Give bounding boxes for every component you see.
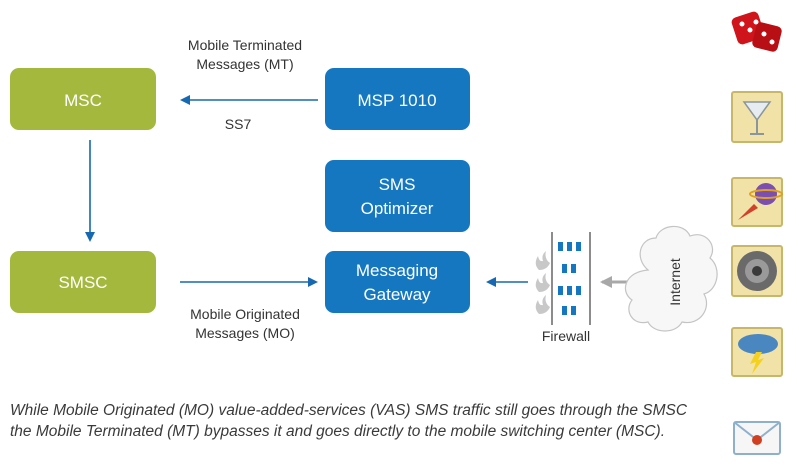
martini-glass-icon bbox=[731, 91, 783, 143]
msp-label: MSP 1010 bbox=[357, 91, 436, 110]
msc-node: MSC bbox=[10, 68, 156, 130]
msp-node: MSP 1010 bbox=[325, 68, 470, 130]
weather-storm-icon bbox=[731, 327, 783, 377]
flame-icon bbox=[535, 251, 550, 314]
msc-label: MSC bbox=[64, 91, 102, 110]
caption-text: While Mobile Originated (MO) value-added… bbox=[10, 402, 688, 440]
mt-label-line1: Mobile Terminated bbox=[188, 37, 302, 53]
firewall-icon bbox=[551, 232, 591, 325]
smsc-label: SMSC bbox=[58, 273, 107, 292]
messaging-gateway-node: Messaging Gateway bbox=[325, 251, 470, 313]
internet-cloud-icon bbox=[624, 225, 718, 332]
sms-optimizer-node: SMS Optimizer bbox=[325, 160, 470, 232]
icon-strip bbox=[722, 0, 799, 469]
ss7-label: SS7 bbox=[225, 116, 252, 132]
email-icon bbox=[733, 421, 781, 455]
dice-icon bbox=[731, 11, 782, 52]
firewall-label: Firewall bbox=[542, 328, 590, 344]
sms-optimizer-label-line2: Optimizer bbox=[361, 199, 434, 218]
mo-label-line2: Messages (MO) bbox=[195, 325, 295, 341]
rocket-planet-icon bbox=[731, 177, 783, 227]
gateway-label-line2: Gateway bbox=[363, 285, 431, 304]
mt-label-line2: Messages (MT) bbox=[196, 56, 293, 72]
gateway-label-line1: Messaging bbox=[356, 261, 438, 280]
network-diagram: MSC MSP 1010 SMS Optimizer SMSC Messagin… bbox=[10, 37, 718, 344]
sms-optimizer-label-line1: SMS bbox=[379, 175, 416, 194]
mo-label-line1: Mobile Originated bbox=[190, 306, 300, 322]
speaker-icon bbox=[731, 245, 783, 297]
smsc-node: SMSC bbox=[10, 251, 156, 313]
internet-label: Internet bbox=[667, 258, 683, 306]
